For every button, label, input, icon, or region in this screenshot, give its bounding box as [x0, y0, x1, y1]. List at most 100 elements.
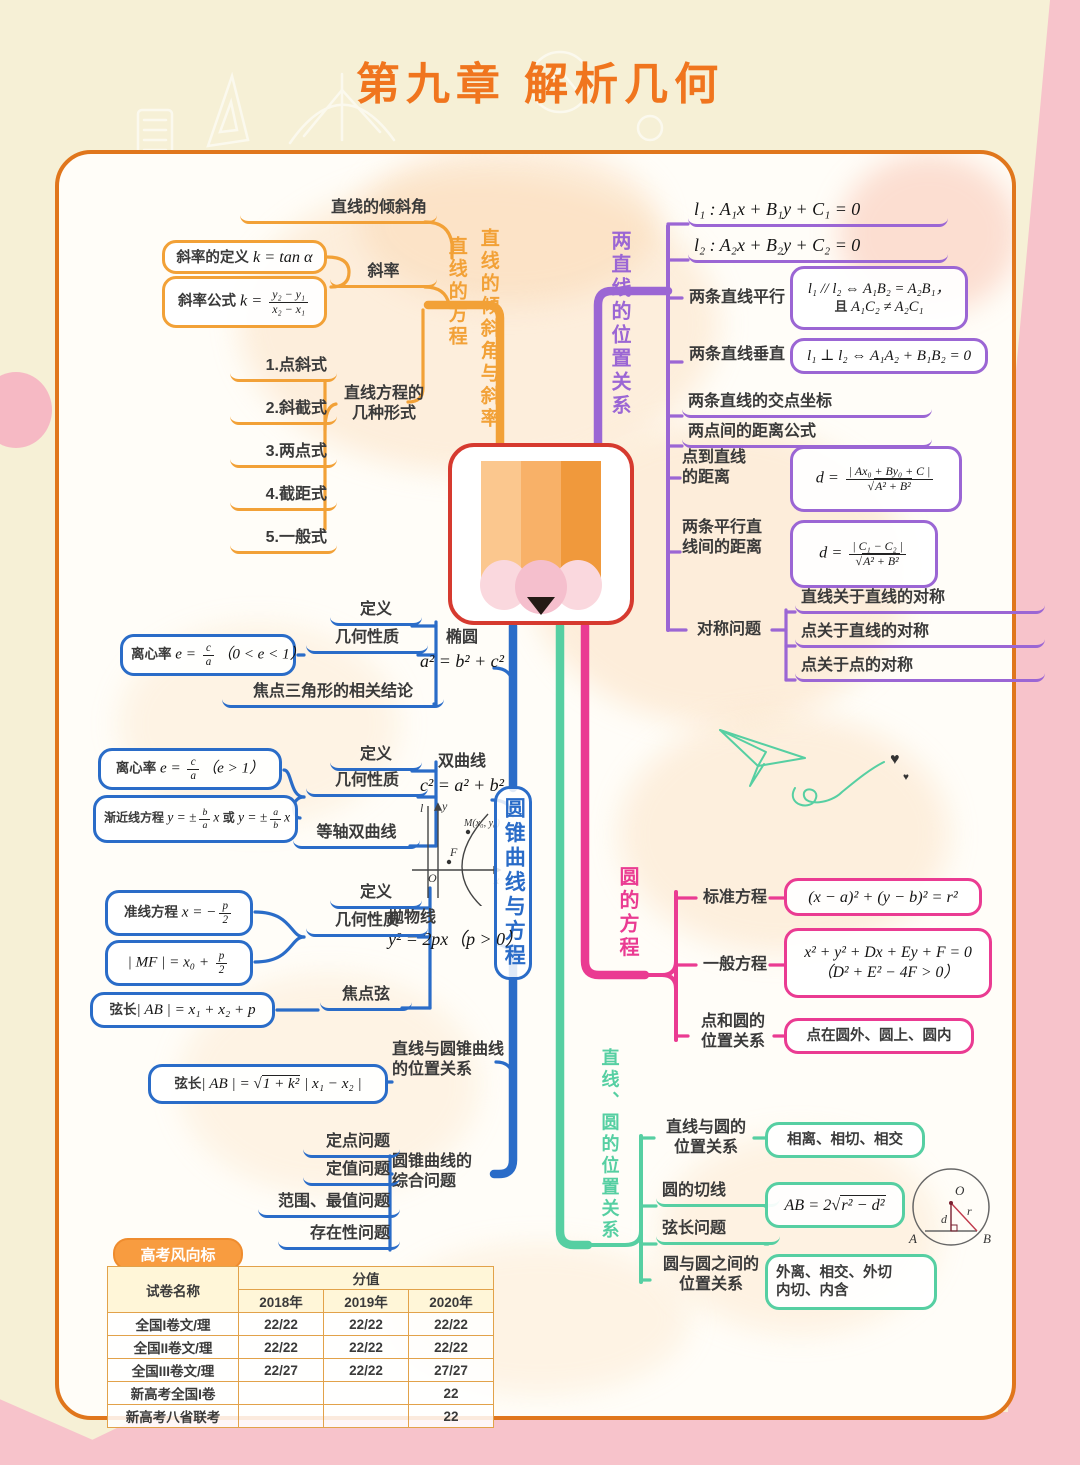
node-chord-problem: 弦长问题: [656, 1219, 780, 1245]
watercolor-blob: [359, 154, 659, 304]
node-slope-def: 斜率的定义 k = tan α: [162, 240, 327, 274]
score-cell: [323, 1404, 409, 1428]
label-m: M(x₀, y₀): [463, 818, 500, 829]
score-cell: 22/22: [323, 1358, 409, 1382]
paper-name-cell: 新高考八省联考: [107, 1404, 239, 1428]
node-sym-pt-pt: 点关于点的对称: [795, 656, 1045, 682]
table-header-year: 2019年: [323, 1289, 409, 1313]
node-form-general: 5.一般式: [230, 528, 337, 554]
score-cell: 27/27: [408, 1358, 494, 1382]
table-header-year: 2018年: [238, 1289, 324, 1313]
node-fixed-value: 定值问题: [303, 1160, 400, 1186]
node-slope: 斜率: [330, 262, 437, 288]
node-range-max: 范围、最值问题: [258, 1192, 400, 1218]
table-header-year: 2020年: [408, 1289, 494, 1313]
label-a: A: [908, 1231, 917, 1246]
node-pt-circle-label: 点和圆的位置关系: [700, 1013, 765, 1050]
node-para-geo: 几何性质: [306, 911, 428, 937]
node-line-circle-box: 相离、相切、相交: [765, 1122, 925, 1158]
node-line-circle-vlabel: 直线、圆的位置关系: [599, 1048, 620, 1242]
label-o: O: [955, 1183, 965, 1198]
score-cell: [238, 1404, 324, 1428]
node-l1-eq: l₁ : A₁x + B₁y + C₁ = 0: [688, 198, 948, 227]
label-r: r: [967, 1204, 972, 1218]
paper-name-cell: 新高考全国I卷: [107, 1381, 239, 1405]
node-comprehensive-label: 圆锥曲线的综合问题: [392, 1153, 473, 1190]
node-form-two-point: 3.两点式: [230, 442, 337, 468]
paper-name-cell: 全国III卷文/理: [107, 1358, 239, 1382]
node-chord-len-box: 弦长| AB | = x₁ + x₂ + p: [90, 992, 275, 1028]
node-focal-triangle: 焦点三角形的相关结论: [222, 682, 444, 708]
node-form-intercept: 4.截距式: [230, 485, 337, 511]
node-circle-circle-label: 圆与圆之间的位置关系: [662, 1256, 759, 1293]
node-fixed-point: 定点问题: [303, 1132, 400, 1158]
node-symmetry-label: 对称问题: [696, 621, 761, 638]
paper-name-cell: 全国I卷文/理: [107, 1312, 239, 1336]
node-para-def: 定义: [330, 883, 422, 909]
node-perp-label: 两条直线垂直: [688, 346, 785, 363]
score-cell: 22/22: [323, 1335, 409, 1359]
node-two-lines-vlabel: 两直线的位置关系: [608, 230, 630, 418]
table-header-score: 分值: [238, 1266, 494, 1290]
node-form-slope-intercept: 2.斜截式: [230, 399, 337, 425]
node-existence: 存在性问题: [278, 1224, 400, 1250]
node-line-conic-label: 直线与圆锥曲线的位置关系: [392, 1041, 505, 1078]
node-l2-eq: l₂ : A₂x + B₂y + C₂ = 0: [688, 234, 948, 263]
node-circle-eq-vlabel: 圆的方程: [616, 866, 638, 960]
node-ellipse-eq: a² = b² + c²: [419, 651, 505, 671]
node-circle-circle-box: 外离、相交、外切内切、内含: [765, 1254, 937, 1310]
node-sym-pt-line: 点关于直线的对称: [795, 622, 1045, 648]
node-hyp-def: 定义: [330, 745, 422, 771]
node-par-lines-dist-label: 两条平行直线间的距离: [682, 519, 763, 556]
node-line-eq-vlabel: 直线的方程: [445, 236, 467, 349]
score-cell: 22/22: [408, 1312, 494, 1336]
node-conic-vlabel: 圆锥曲线与方程: [494, 786, 533, 980]
node-intersection: 两条直线的交点坐标: [682, 392, 932, 418]
node-gen-eq-label: 一般方程: [702, 956, 767, 973]
node-tilt-slope-vlabel: 直线的倾斜角与斜率: [477, 228, 499, 431]
node-std-eq-box: (x − a)² + (y − b)² = r²: [784, 878, 982, 916]
score-cell: 22: [408, 1404, 494, 1428]
node-ellipse-geo: 几何性质: [306, 628, 428, 654]
heart-icon: ♥: [890, 751, 900, 768]
set-square-icon: [206, 71, 250, 148]
node-ab-chord-box: AB = 2√r² − d²: [765, 1182, 905, 1228]
node-tilt-angle: 直线的倾斜角: [240, 198, 437, 224]
label-d: d: [941, 1212, 948, 1226]
score-cell: [323, 1381, 409, 1405]
node-hyperbola-eq: c² = a² + b²: [419, 775, 505, 795]
label-o: O: [428, 871, 437, 885]
node-two-point-dist: 两点间的距离公式: [682, 422, 932, 448]
table-row: 新高考八省联考 22: [107, 1404, 494, 1428]
score-cell: 22/22: [238, 1335, 324, 1359]
table-header-paper: 试卷名称: [107, 1266, 239, 1313]
node-pt-circle-box: 点在圆外、圆上、圆内: [784, 1018, 974, 1054]
label-b: B: [983, 1231, 991, 1246]
score-cell: 22/22: [408, 1335, 494, 1359]
node-line-circle-label: 直线与圆的位置关系: [665, 1119, 746, 1156]
node-par-lines-dist-box: d = | C₁ − C₂ |√A² + B²: [790, 520, 938, 588]
heart-icon: ♥: [903, 772, 909, 783]
label-y: y: [441, 799, 448, 813]
node-equilateral-hyp: 等轴双曲线: [293, 823, 420, 849]
node-parallel-label: 两条直线平行: [688, 289, 785, 306]
score-cell: [238, 1381, 324, 1405]
page-title: 第九章 解析几何: [355, 60, 725, 109]
score-cell: 22/22: [323, 1312, 409, 1336]
node-chord-sqrt-box: 弦长| AB | = √1 + k² | x₁ − x₂ |: [148, 1064, 388, 1104]
node-parallel-box: l₁ // l₂ ⇔ A₁B₂ = A₂B₁，且 A₁C₂ ≠ A₂C₁: [790, 266, 968, 330]
node-tangent: 圆的切线: [656, 1181, 780, 1207]
node-pt-line-dist-box: d = | Ax₀ + By₀ + C |√A² + B²: [790, 446, 962, 512]
node-gen-eq-box: x² + y² + Dx + Ey + F = 0（D² + E² − 4F >…: [784, 928, 992, 998]
circle-chord-diagram: O r d A B: [908, 1168, 991, 1246]
